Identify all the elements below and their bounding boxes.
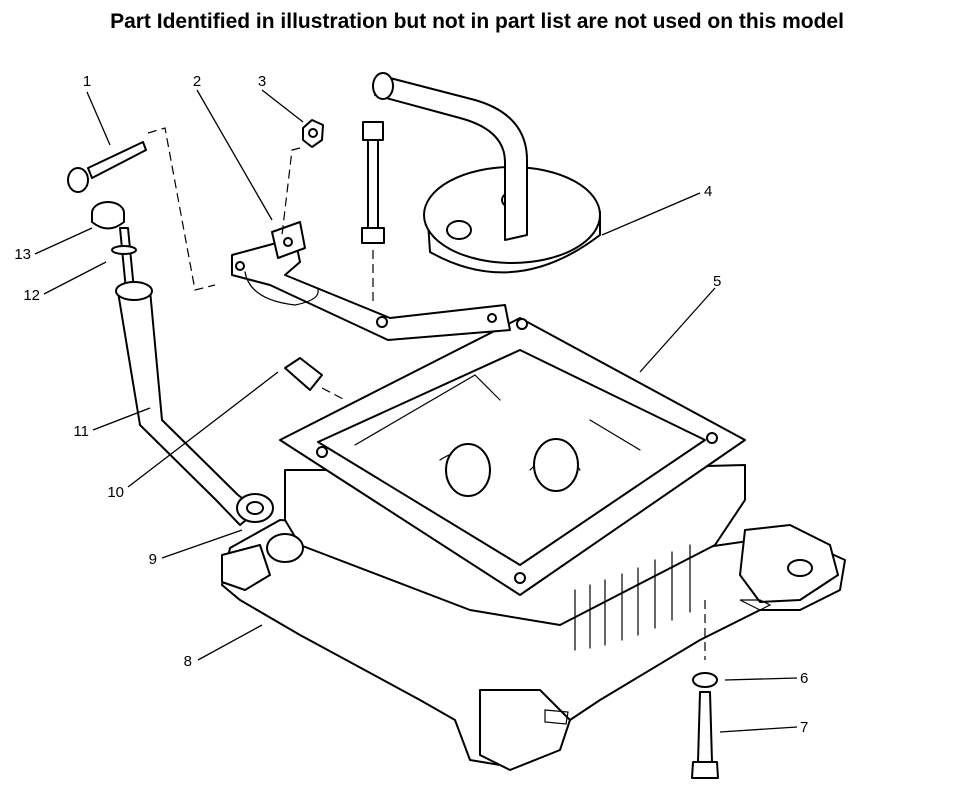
callout-13: 13: [14, 246, 31, 263]
callout-7: 7: [800, 719, 808, 736]
base-bolt: [691, 691, 719, 779]
callout-3: 3: [258, 73, 266, 90]
drain-plug: [284, 357, 346, 401]
callout-11: 11: [73, 423, 89, 440]
bracket: [231, 221, 511, 341]
callout-labels: 1 2 3 4 5 6 7 8 9 10 11 12 13: [14, 73, 808, 736]
diagram-note: Part Identified in illustration but not …: [110, 10, 844, 33]
bracket-bolt: [361, 121, 385, 305]
callout-8: 8: [184, 653, 192, 670]
callout-4: 4: [704, 183, 712, 200]
o-ring: [111, 245, 137, 255]
callout-12: 12: [23, 287, 40, 304]
screw-path-line: [147, 127, 216, 291]
callout-9: 9: [149, 551, 157, 568]
callout-5: 5: [713, 273, 721, 290]
gasket: [279, 317, 746, 596]
callout-6: 6: [800, 670, 808, 687]
oil-filler-cap: [372, 72, 601, 274]
nut: [302, 119, 324, 148]
callout-1: 1: [83, 73, 91, 90]
callout-2: 2: [193, 73, 201, 90]
tube-fitting: [236, 493, 274, 523]
callout-10: 10: [107, 484, 124, 501]
leader-lines: [34, 89, 798, 733]
washer: [692, 672, 718, 688]
screw: [67, 141, 147, 193]
nut-path-line: [281, 147, 301, 236]
